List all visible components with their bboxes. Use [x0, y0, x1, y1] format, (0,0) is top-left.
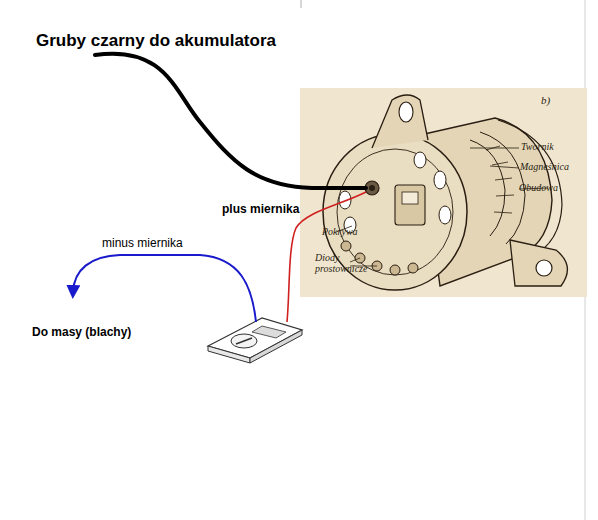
leader-line	[490, 166, 519, 168]
meter-dial	[231, 334, 257, 348]
diode	[390, 265, 400, 275]
brush-holder	[395, 185, 425, 225]
lamination	[494, 212, 512, 213]
ground-label: Do masy (blachy)	[32, 326, 172, 339]
frame-line	[301, 0, 302, 8]
mount-hole	[536, 260, 552, 276]
part-name: Magneśnica	[520, 161, 584, 172]
mounting-ear	[510, 240, 567, 286]
lead-label: minus miernika	[102, 237, 212, 250]
paper-background	[300, 88, 587, 297]
diode	[408, 263, 418, 273]
vent-slot	[434, 171, 446, 189]
part-name: Diody prostownicze	[315, 252, 375, 274]
dial-pointer	[236, 338, 252, 344]
vent-slot	[414, 152, 426, 168]
cover-rim	[337, 149, 453, 275]
terminal-bolt	[369, 185, 375, 191]
meter-side	[208, 346, 250, 363]
meter-display	[252, 326, 286, 338]
part-name: Twornik	[521, 141, 585, 152]
figure-letter: b)	[541, 94, 571, 106]
diode	[341, 241, 351, 251]
lamination	[495, 178, 512, 180]
lamination	[496, 195, 514, 196]
part-name: Obudowa	[519, 182, 583, 193]
leader-line	[470, 148, 519, 149]
armature-arc	[470, 140, 505, 236]
top-lug	[372, 95, 428, 148]
vent-slot	[439, 206, 451, 224]
minus-lead	[73, 255, 256, 322]
alternator-illustration	[300, 88, 587, 297]
lead-label: plus miernika	[222, 203, 322, 216]
multimeter	[208, 318, 302, 363]
lamination	[492, 162, 508, 165]
stator-arc	[480, 132, 525, 244]
battery-wire	[95, 54, 366, 188]
lug-hole	[399, 102, 413, 122]
leader-line	[350, 258, 360, 262]
wire-label: Gruby czarny do akumulatora	[36, 31, 336, 50]
part-name: Pokrywa	[322, 226, 372, 237]
brush	[402, 192, 418, 204]
